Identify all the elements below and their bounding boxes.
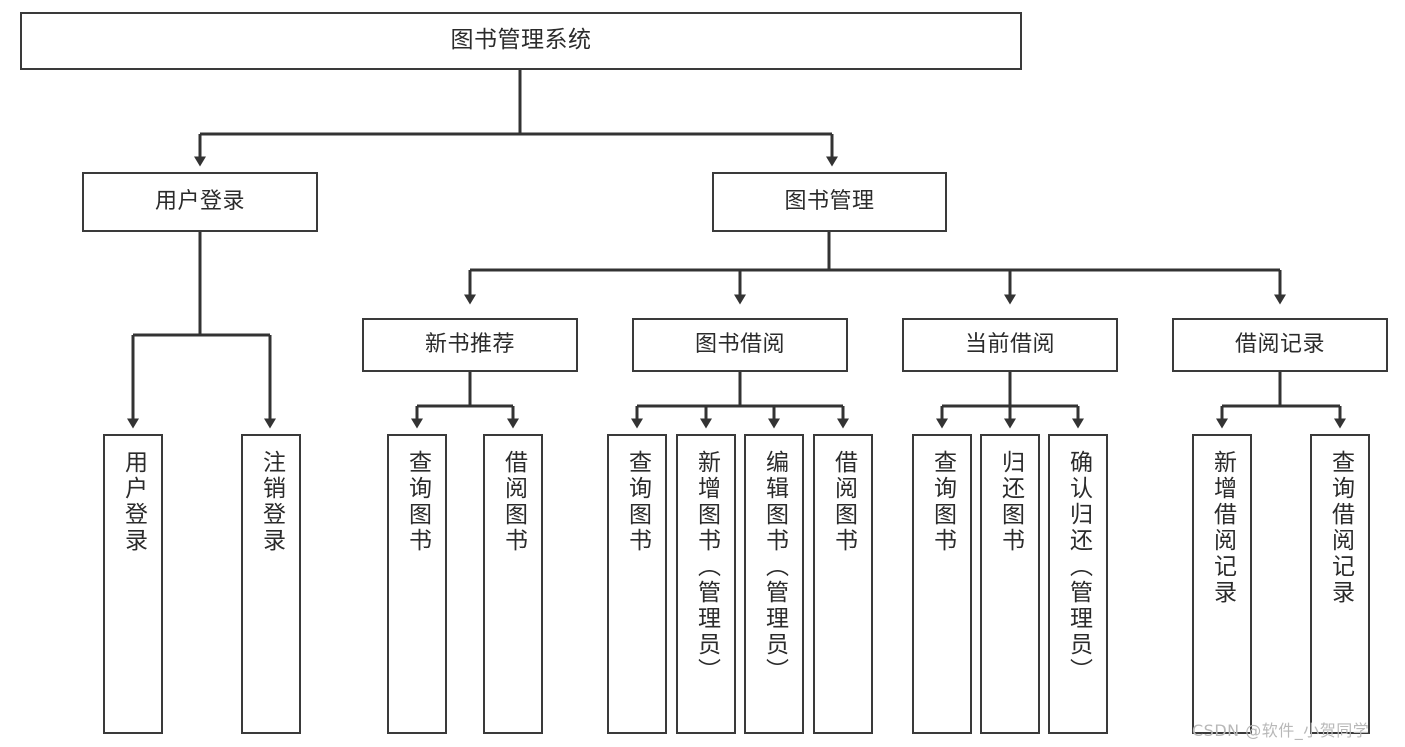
node-label: 新增图书（管理员） <box>693 450 720 684</box>
leaf-logout-login[interactable]: 注销登录 <box>241 434 301 734</box>
node-root-system[interactable]: 图书管理系统 <box>20 12 1022 70</box>
node-label: 借阅记录 <box>1234 332 1325 358</box>
leaf-add-book-admin[interactable]: 新增图书（管理员） <box>676 434 736 734</box>
csdn-watermark: CSDN @软件_小贺同学 <box>1192 721 1370 740</box>
node-label: 查询借阅记录 <box>1327 450 1354 606</box>
node-label: 查询图书 <box>404 450 431 554</box>
node-user-login[interactable]: 用户登录 <box>82 172 318 232</box>
node-label: 用户登录 <box>120 450 147 554</box>
leaf-edit-book-admin[interactable]: 编辑图书（管理员） <box>744 434 804 734</box>
leaf-add-borrow-record[interactable]: 新增借阅记录 <box>1192 434 1252 734</box>
node-label: 查询图书 <box>929 450 956 554</box>
node-label: 当前借阅 <box>964 332 1055 358</box>
node-label: 用户登录 <box>154 189 245 215</box>
node-label: 编辑图书（管理员） <box>761 450 788 684</box>
node-label: 借阅图书 <box>500 450 527 554</box>
node-label: 新增借阅记录 <box>1209 450 1236 606</box>
node-label: 图书管理 <box>784 189 875 215</box>
leaf-user-login[interactable]: 用户登录 <box>103 434 163 734</box>
leaf-confirm-return-admin[interactable]: 确认归还（管理员） <box>1048 434 1108 734</box>
leaf-return-book[interactable]: 归还图书 <box>980 434 1040 734</box>
node-book-borrow[interactable]: 图书借阅 <box>632 318 848 372</box>
node-label: 图书借阅 <box>694 332 785 358</box>
node-new-book-recommend[interactable]: 新书推荐 <box>362 318 578 372</box>
node-label: 查询图书 <box>624 450 651 554</box>
node-label: 新书推荐 <box>424 332 515 358</box>
leaf-borrow-book-recommend[interactable]: 借阅图书 <box>483 434 543 734</box>
node-label: 注销登录 <box>258 450 285 554</box>
leaf-query-book-current[interactable]: 查询图书 <box>912 434 972 734</box>
node-book-management[interactable]: 图书管理 <box>712 172 947 232</box>
node-label: 借阅图书 <box>830 450 857 554</box>
node-label: 图书管理系统 <box>450 27 592 54</box>
leaf-query-book-recommend[interactable]: 查询图书 <box>387 434 447 734</box>
node-label: 确认归还（管理员） <box>1065 450 1092 684</box>
node-borrow-record[interactable]: 借阅记录 <box>1172 318 1388 372</box>
leaf-query-borrow-record[interactable]: 查询借阅记录 <box>1310 434 1370 734</box>
leaf-query-book-borrow[interactable]: 查询图书 <box>607 434 667 734</box>
node-current-borrow[interactable]: 当前借阅 <box>902 318 1118 372</box>
node-label: 归还图书 <box>997 450 1024 554</box>
leaf-borrow-book[interactable]: 借阅图书 <box>813 434 873 734</box>
